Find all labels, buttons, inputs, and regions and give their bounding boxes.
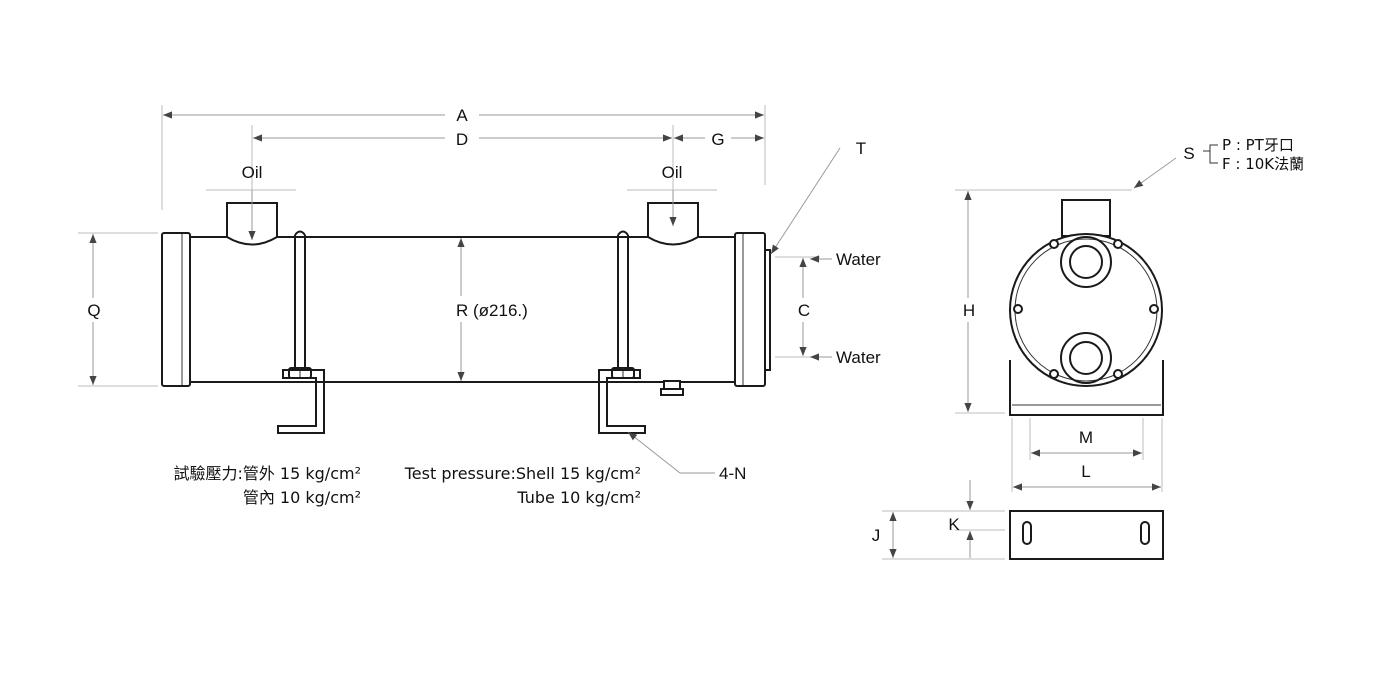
label-water-top: Water <box>836 250 881 269</box>
end-view-port-upper <box>1060 236 1112 288</box>
label-r: R (ø216.) <box>456 301 528 320</box>
note-en-line1: Test pressure:Shell 15 kg/cm² <box>404 464 641 483</box>
label-q: Q <box>87 301 100 320</box>
label-4n: 4-N <box>719 464 746 483</box>
end-view-port-lower <box>1060 332 1112 384</box>
end-view-nozzle <box>1061 199 1111 237</box>
label-h: H <box>963 301 975 320</box>
mounting-bracket-right <box>598 369 646 434</box>
label-t: T <box>856 139 866 158</box>
base-plate-view <box>882 480 1164 560</box>
base-slot-left <box>1022 521 1032 545</box>
label-port-f: F : 10K法蘭 <box>1222 155 1304 173</box>
leader-4n <box>627 431 715 474</box>
leader-t <box>770 147 841 255</box>
right-end-cap <box>734 232 766 387</box>
end-view-base <box>1009 360 1164 416</box>
label-l: L <box>1081 462 1090 481</box>
left-end-cap <box>161 232 191 387</box>
leader-s <box>1133 157 1177 189</box>
base-plate <box>1009 510 1164 560</box>
note-cn-line2: 管內 10 kg/cm² <box>243 488 361 507</box>
drain-plug <box>660 380 684 396</box>
label-a: A <box>456 106 468 125</box>
end-view <box>955 144 1218 492</box>
note-cn-line1: 試驗壓力:管外 15 kg/cm² <box>173 464 361 483</box>
label-water-bottom: Water <box>836 348 881 367</box>
label-c: C <box>798 301 810 320</box>
label-s: S <box>1183 144 1194 163</box>
side-view <box>78 104 841 474</box>
mounting-bracket-left <box>277 369 325 434</box>
end-view-bolts <box>1013 239 1159 379</box>
note-en-line2: Tube 10 kg/cm² <box>516 488 641 507</box>
label-d: D <box>456 130 468 149</box>
right-bonnet <box>765 249 771 371</box>
label-j: J <box>872 526 881 545</box>
bracket-s <box>1203 144 1218 164</box>
end-view-flange <box>1009 233 1163 387</box>
label-port-p: P : PT牙口 <box>1222 136 1294 154</box>
base-slot-right <box>1140 521 1150 545</box>
label-oil-right: Oil <box>662 163 683 182</box>
label-g: G <box>711 130 724 149</box>
label-k: K <box>948 515 960 534</box>
label-m: M <box>1079 428 1093 447</box>
label-oil-left: Oil <box>242 163 263 182</box>
